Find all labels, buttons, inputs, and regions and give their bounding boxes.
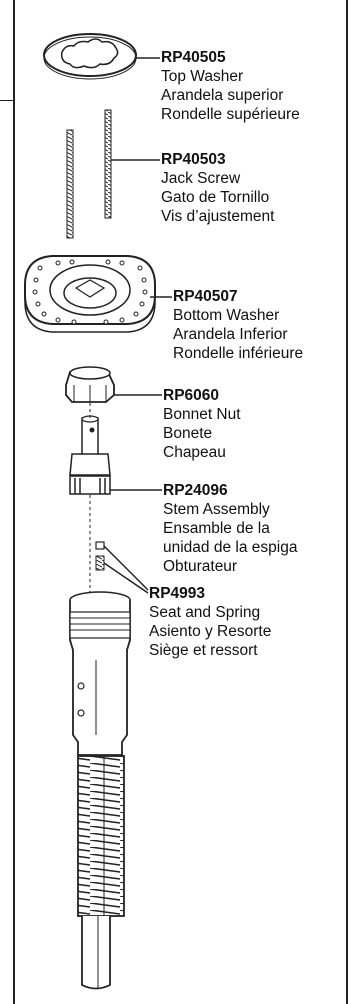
part-name-fr: Siège et ressort: [149, 642, 258, 659]
part-name-fr: Vis d’ajustement: [161, 208, 275, 225]
stem-assembly-drawing: [69, 415, 162, 495]
part-number: RP4993: [149, 585, 206, 602]
jack-screws-drawing: [66, 109, 160, 239]
part-name-en: Bonnet Nut: [163, 406, 241, 423]
part-name-es-2: unidad de la espiga: [163, 539, 298, 556]
right-border-line: [346, 0, 348, 1004]
part-label-seat-and-spring: RP4993 Seat and Spring Asiento y Resorte…: [149, 584, 271, 660]
part-name-en: Top Washer: [161, 68, 244, 85]
bonnet-nut-drawing: [65, 366, 162, 403]
part-name-fr: Chapeau: [163, 444, 226, 461]
part-label-jack-screw: RP40503 Jack Screw Gato de Tornillo Vis …: [161, 150, 274, 226]
part-number: RP24096: [163, 482, 228, 499]
part-name-fr: Rondelle supérieure: [161, 106, 300, 123]
bottom-washer-drawing: [24, 255, 172, 333]
part-number: RP40503: [161, 151, 226, 168]
part-name-en: Stem Assembly: [163, 501, 270, 518]
part-name-fr: Rondelle inférieure: [173, 345, 304, 362]
part-number: RP40507: [173, 288, 238, 305]
part-name-es: Ensamble de la: [163, 520, 270, 537]
part-name-es: Asiento y Resorte: [149, 623, 272, 640]
left-border-line: [13, 0, 15, 1004]
part-number: RP6060: [163, 387, 220, 404]
seat-and-spring-drawing: [95, 541, 149, 594]
part-name-en: Bottom Washer: [173, 307, 280, 324]
part-name-en: Seat and Spring: [149, 604, 261, 621]
part-number: RP40505: [161, 49, 226, 66]
part-label-top-washer: RP40505 Top Washer Arandela superior Ron…: [161, 48, 300, 124]
part-label-bonnet-nut: RP6060 Bonnet Nut Bonete Chapeau: [163, 386, 241, 462]
top-washer-drawing: [43, 33, 160, 80]
part-label-bottom-washer: RP40507 Bottom Washer Arandela Inferior …: [173, 287, 303, 363]
part-label-stem-assembly: RP24096 Stem Assembly Ensamble de la uni…: [163, 481, 297, 576]
part-name-es: Bonete: [163, 425, 213, 442]
part-name-en: Jack Screw: [161, 170, 241, 187]
top-left-tab-line: [0, 100, 14, 101]
part-name-es: Arandela superior: [161, 87, 284, 104]
part-name-es: Arandela Inferior: [173, 326, 288, 343]
part-name-es: Gato de Tornillo: [161, 189, 270, 206]
part-name-fr: Obturateur: [163, 558, 238, 575]
cartridge-body-drawing: [69, 591, 131, 990]
